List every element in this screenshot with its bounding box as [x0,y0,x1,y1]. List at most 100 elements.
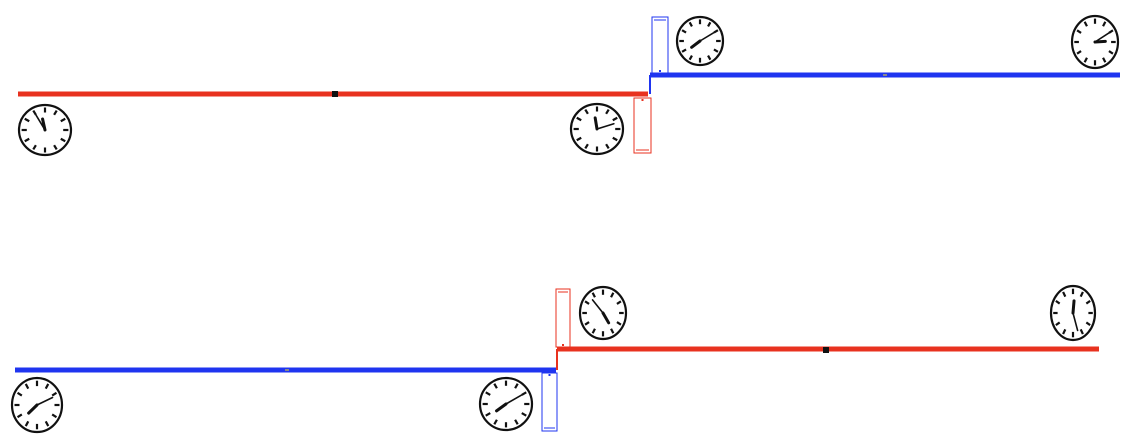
box-outline [541,372,558,432]
bottom-panel [10,284,1099,434]
position-marker [332,91,338,97]
clock-minute-hand [35,114,46,131]
clock-tick [24,383,30,390]
clock-minute-hand [505,394,523,405]
clock-tick [612,136,618,142]
clock-tick [1102,57,1107,63]
clock-tick [521,391,527,396]
clock-tick [493,383,498,389]
clock-tick [1085,299,1091,305]
clock-tick [1108,29,1114,34]
clock-hour-hand [593,116,599,131]
top-left-start-clock-icon [17,103,73,157]
clock-tick [1062,291,1067,298]
clock-hour-hand [27,403,39,415]
clock-tick [584,108,589,115]
box-outline [651,16,669,74]
position-marker [823,347,829,353]
clock-tick [1102,21,1107,27]
upper-light-clock-box-icon [651,16,669,74]
top-right-start-clock-icon [675,15,725,67]
clock-minute-hand [591,299,604,314]
clock-minute-hand [699,32,715,42]
clock-tick [1083,57,1088,63]
clock-tick [1079,328,1084,335]
clock-tick [493,419,498,425]
top-left-end-clock-icon [569,102,625,156]
clock-tick [32,144,37,151]
clock-minute-hand [36,396,54,406]
clock-tick [576,136,582,142]
upper-light-clock-box-icon [555,288,571,348]
clock-tick [44,420,50,427]
clock-tick [60,117,66,123]
clock-tick [1076,50,1082,55]
clock-minute-hand [596,122,615,130]
clock-tick [681,48,687,53]
clock-hour-hand [1093,39,1107,44]
clock-tick [1079,291,1084,298]
clock-minute-hand [1072,312,1079,332]
clock-tick [514,419,519,425]
box-emitter [659,70,661,72]
box-emitter [548,374,551,376]
clock-tick [612,116,618,122]
box-outline [555,288,571,348]
bottom-left-end-clock-icon [478,376,534,432]
box-outline [633,97,652,154]
clock-tick [485,412,491,417]
clock-tick [51,391,58,397]
clock-tick [1108,50,1114,55]
clock-tick [1076,29,1082,34]
clock-tick [707,55,712,61]
box-emitter [562,344,564,346]
clock-tick [1083,21,1088,27]
clock-tick [1055,299,1061,305]
clock-tick [713,29,719,34]
clock-tick [1062,328,1067,335]
bottom-left-start-clock-icon [10,376,64,434]
top-panel [17,14,1120,157]
clock-tick [24,137,30,143]
clock-tick [485,391,491,396]
lower-light-clock-box-icon [541,372,558,432]
clock-tick [53,109,58,116]
clock-tick [24,420,30,427]
clock-tick [16,391,23,397]
clock-tick [610,292,615,298]
clock-hour-hand [690,39,702,49]
clock-tick [32,109,37,116]
clock-tick [584,143,589,150]
clock-tick [514,383,519,389]
clock-hour-hand [601,311,611,325]
clock-tick [707,21,712,27]
clock-tick [605,108,610,115]
clock-tick [688,55,693,61]
clock-minute-hand [1094,32,1110,43]
clock-tick [616,321,622,326]
clock-tick [591,292,596,298]
clock-tick [713,48,719,53]
clock-tick [591,328,596,334]
clock-hour-hand [495,402,508,413]
clock-tick [576,116,582,122]
small-marker [883,74,887,76]
clock-tick [53,144,58,151]
top-right-end-clock-icon [1070,14,1120,70]
clock-tick [584,300,590,305]
small-marker [285,369,289,371]
clock-hour-hand [1071,299,1076,315]
clock-tick [51,413,58,419]
bottom-right-end-clock-icon [1049,284,1097,342]
clock-tick [688,21,693,27]
clock-tick [60,137,66,143]
clock-tick [616,300,622,305]
clock-tick [44,383,50,390]
clock-tick [1085,321,1091,327]
clock-tick [521,412,527,417]
clock-tick [24,117,30,123]
clock-tick [610,328,615,334]
clock-tick [584,321,590,326]
